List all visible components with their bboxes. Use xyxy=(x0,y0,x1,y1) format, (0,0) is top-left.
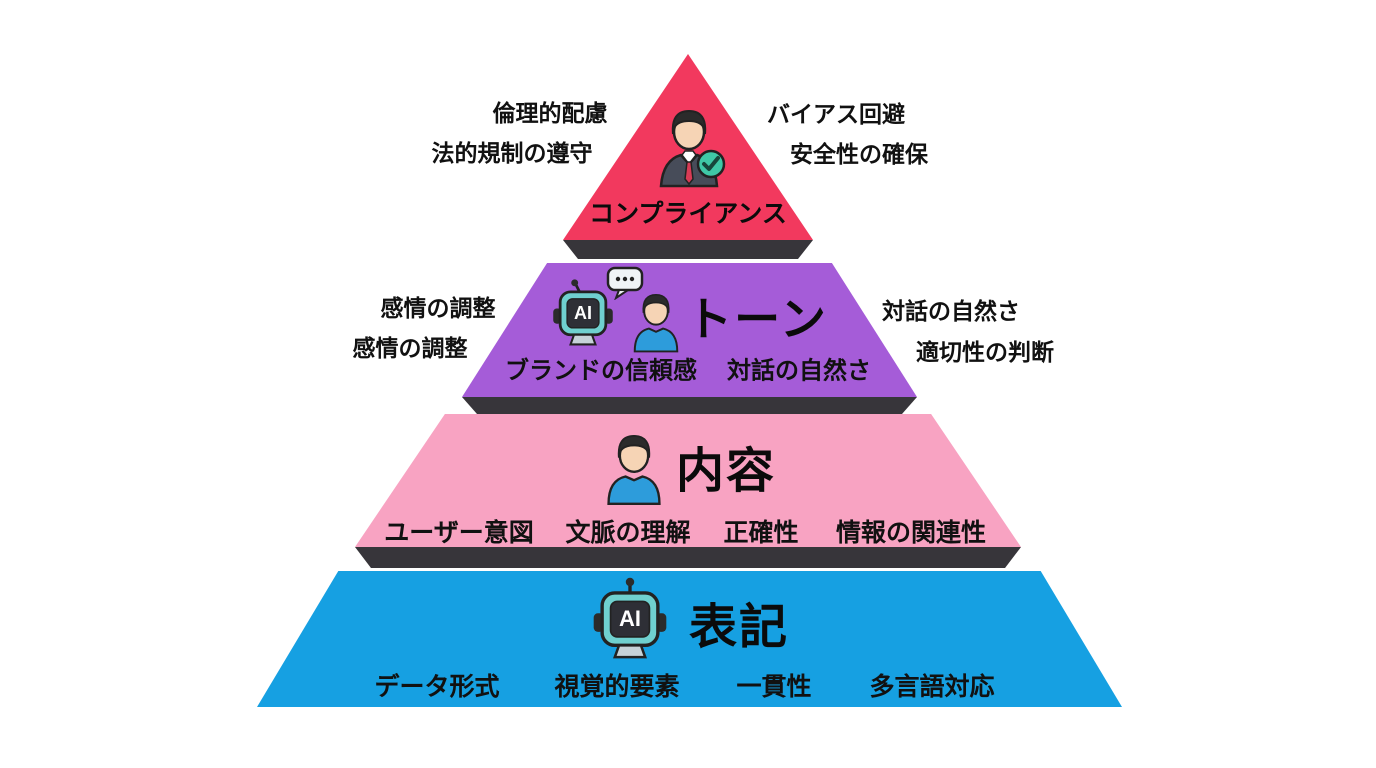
businessman-check-icon xyxy=(659,109,726,188)
content-inner-label-1: ユーザー意図 xyxy=(384,519,534,547)
robot-screen-text: AI xyxy=(574,303,592,323)
level-tone-base-shadow xyxy=(462,397,917,414)
content-inner-label-3: 正確性 xyxy=(723,519,799,547)
tone-right-label-2: 適切性の判断 xyxy=(916,339,1054,365)
notation-inner-label-1: データ形式 xyxy=(374,673,500,701)
tone-inner-label-2: 対話の自然さ xyxy=(727,357,871,385)
compliance-right-label-2: 安全性の確保 xyxy=(790,141,928,167)
compliance-left-label-2: 法的規制の遵守 xyxy=(431,140,593,166)
person-icon xyxy=(607,434,661,506)
speech-bubble-icon xyxy=(606,266,644,300)
content-inner-label-4: 情報の関連性 xyxy=(835,519,987,547)
tone-inner-label-1: ブランドの信頼感 xyxy=(505,357,697,385)
tone-left-label-2: 感情の調整 xyxy=(352,335,468,361)
tone-left-label-1: 感情の調整 xyxy=(380,295,496,321)
robot-screen-text: AI xyxy=(619,606,641,631)
level-compliance-base-shadow xyxy=(563,240,813,259)
level-tone-shape xyxy=(462,263,917,397)
level-tone-title: トーン xyxy=(686,293,828,345)
ai-robot-icon: AI xyxy=(593,577,667,659)
notation-inner-label-2: 視覚的要素 xyxy=(554,673,680,701)
ai-robot-icon: AI xyxy=(553,279,613,346)
person-icon xyxy=(633,293,679,353)
compliance-left-label-1: 倫理的配慮 xyxy=(492,100,608,126)
tone-right-label-1: 対話の自然さ xyxy=(882,298,1020,324)
notation-inner-label-4: 多言語対応 xyxy=(869,673,995,701)
notation-inner-label-3: 一貫性 xyxy=(736,673,812,701)
level-notation-title: 表記 xyxy=(688,601,790,654)
content-inner-label-2: 文脈の理解 xyxy=(565,519,691,547)
level-compliance-title: コンプライアンス xyxy=(589,200,787,228)
level-content-shape xyxy=(355,414,1021,547)
compliance-right-label-1: バイアス回避 xyxy=(767,101,905,127)
level-content-title: 内容 xyxy=(675,445,777,498)
level-content-base-shadow xyxy=(355,547,1021,568)
level-notation-shape xyxy=(257,571,1122,707)
